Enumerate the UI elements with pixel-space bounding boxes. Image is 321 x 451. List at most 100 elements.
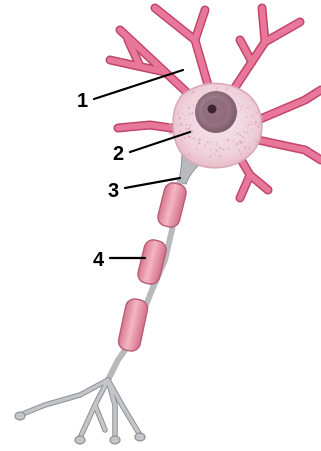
soma-speckle bbox=[260, 122, 262, 124]
soma-speckle bbox=[258, 127, 260, 129]
soma-speckle bbox=[184, 119, 185, 120]
soma-speckle bbox=[172, 132, 173, 133]
soma-speckle bbox=[252, 114, 253, 115]
soma-speckle bbox=[246, 131, 248, 133]
soma-speckle bbox=[185, 128, 187, 130]
callout-number-4: 4 bbox=[93, 249, 105, 271]
soma-speckle bbox=[219, 154, 220, 155]
soma-speckle bbox=[222, 148, 224, 150]
soma-speckle bbox=[209, 156, 212, 159]
nucleolus bbox=[208, 105, 217, 114]
soma-speckle bbox=[180, 139, 182, 141]
soma-speckle bbox=[216, 144, 218, 146]
terminal-knob bbox=[110, 436, 120, 444]
cell-body bbox=[169, 83, 263, 167]
soma-speckle bbox=[255, 121, 256, 122]
soma-speckle bbox=[252, 128, 254, 130]
soma-speckle bbox=[215, 149, 217, 151]
soma-speckle bbox=[237, 111, 239, 113]
soma-speckle bbox=[256, 112, 258, 114]
soma-speckle bbox=[201, 152, 202, 153]
soma-speckle bbox=[178, 125, 179, 126]
soma-speckle bbox=[253, 116, 255, 118]
soma-speckle bbox=[226, 88, 228, 90]
soma-speckle bbox=[238, 149, 240, 151]
soma-speckle bbox=[198, 142, 200, 144]
soma-speckle bbox=[187, 153, 189, 155]
soma-speckle bbox=[180, 124, 182, 126]
soma-speckle bbox=[169, 132, 172, 135]
soma-speckle bbox=[240, 140, 241, 141]
axon-terminals bbox=[20, 380, 140, 438]
soma-speckle bbox=[188, 128, 190, 130]
terminal-knob bbox=[135, 433, 145, 441]
soma-speckle bbox=[196, 100, 197, 101]
soma-speckle bbox=[202, 92, 203, 93]
callout-number-1: 1 bbox=[77, 90, 88, 112]
soma-speckle bbox=[228, 148, 230, 150]
soma-speckle bbox=[191, 112, 193, 114]
soma-speckle bbox=[196, 148, 198, 150]
soma-speckle bbox=[246, 107, 248, 109]
soma-speckle bbox=[198, 138, 201, 141]
soma-speckle bbox=[251, 116, 252, 117]
soma-speckle bbox=[216, 87, 218, 89]
soma-speckle bbox=[244, 131, 246, 133]
terminal-knob bbox=[15, 412, 25, 420]
soma-speckle bbox=[203, 140, 204, 141]
soma-speckle bbox=[240, 153, 242, 155]
soma-speckle bbox=[174, 108, 175, 109]
soma-speckle bbox=[240, 109, 241, 110]
soma-speckle bbox=[244, 146, 247, 149]
callout-numbers: 1 2 3 4 bbox=[77, 90, 124, 271]
soma-speckle bbox=[248, 107, 250, 109]
myelin-segment bbox=[136, 238, 168, 286]
soma-speckle bbox=[238, 133, 239, 134]
terminal-branch-5 bbox=[95, 405, 105, 430]
soma-speckle bbox=[191, 94, 192, 95]
soma-speckle bbox=[240, 107, 241, 108]
soma-speckle bbox=[259, 134, 262, 137]
soma-speckle bbox=[227, 139, 230, 142]
soma-speckle bbox=[182, 113, 183, 114]
soma-speckle bbox=[192, 91, 195, 94]
myelin-segment bbox=[156, 181, 188, 229]
soma-speckle bbox=[248, 124, 250, 126]
soma-speckle bbox=[169, 123, 171, 125]
soma-speckle bbox=[220, 156, 222, 158]
soma-speckle bbox=[243, 141, 245, 143]
soma-speckle bbox=[204, 145, 206, 147]
soma-speckle bbox=[185, 124, 187, 126]
soma-speckle bbox=[238, 103, 239, 104]
soma-speckle bbox=[251, 123, 253, 125]
soma-speckle bbox=[210, 141, 212, 143]
soma-speckle bbox=[234, 140, 235, 141]
soma-speckle bbox=[179, 130, 182, 133]
soma-speckle bbox=[251, 99, 253, 101]
soma-speckle bbox=[240, 135, 241, 136]
soma-speckle bbox=[198, 94, 199, 95]
terminal-knob bbox=[75, 436, 85, 444]
terminal-knobs bbox=[15, 412, 145, 444]
soma-speckle bbox=[178, 113, 180, 115]
soma-speckle bbox=[250, 121, 251, 122]
dendrite-upper-right-twig bbox=[265, 22, 300, 42]
soma-speckle bbox=[255, 124, 256, 125]
soma-speckle bbox=[207, 141, 209, 143]
soma-speckle bbox=[188, 113, 190, 115]
soma-speckle bbox=[187, 105, 188, 106]
callout-leaders bbox=[94, 70, 190, 258]
soma-speckle bbox=[257, 125, 259, 127]
soma-speckle bbox=[188, 136, 190, 138]
soma-speckle bbox=[260, 116, 263, 119]
soma-speckle bbox=[239, 141, 241, 143]
soma-speckle bbox=[248, 147, 250, 149]
soma-speckle bbox=[242, 105, 243, 106]
myelin-segment bbox=[117, 297, 149, 352]
soma-speckle bbox=[193, 137, 195, 139]
soma-speckle bbox=[246, 116, 248, 118]
soma-speckle bbox=[219, 147, 221, 149]
leader-line-1 bbox=[94, 70, 183, 99]
soma-speckle bbox=[189, 125, 191, 127]
soma-speckle bbox=[243, 137, 244, 138]
